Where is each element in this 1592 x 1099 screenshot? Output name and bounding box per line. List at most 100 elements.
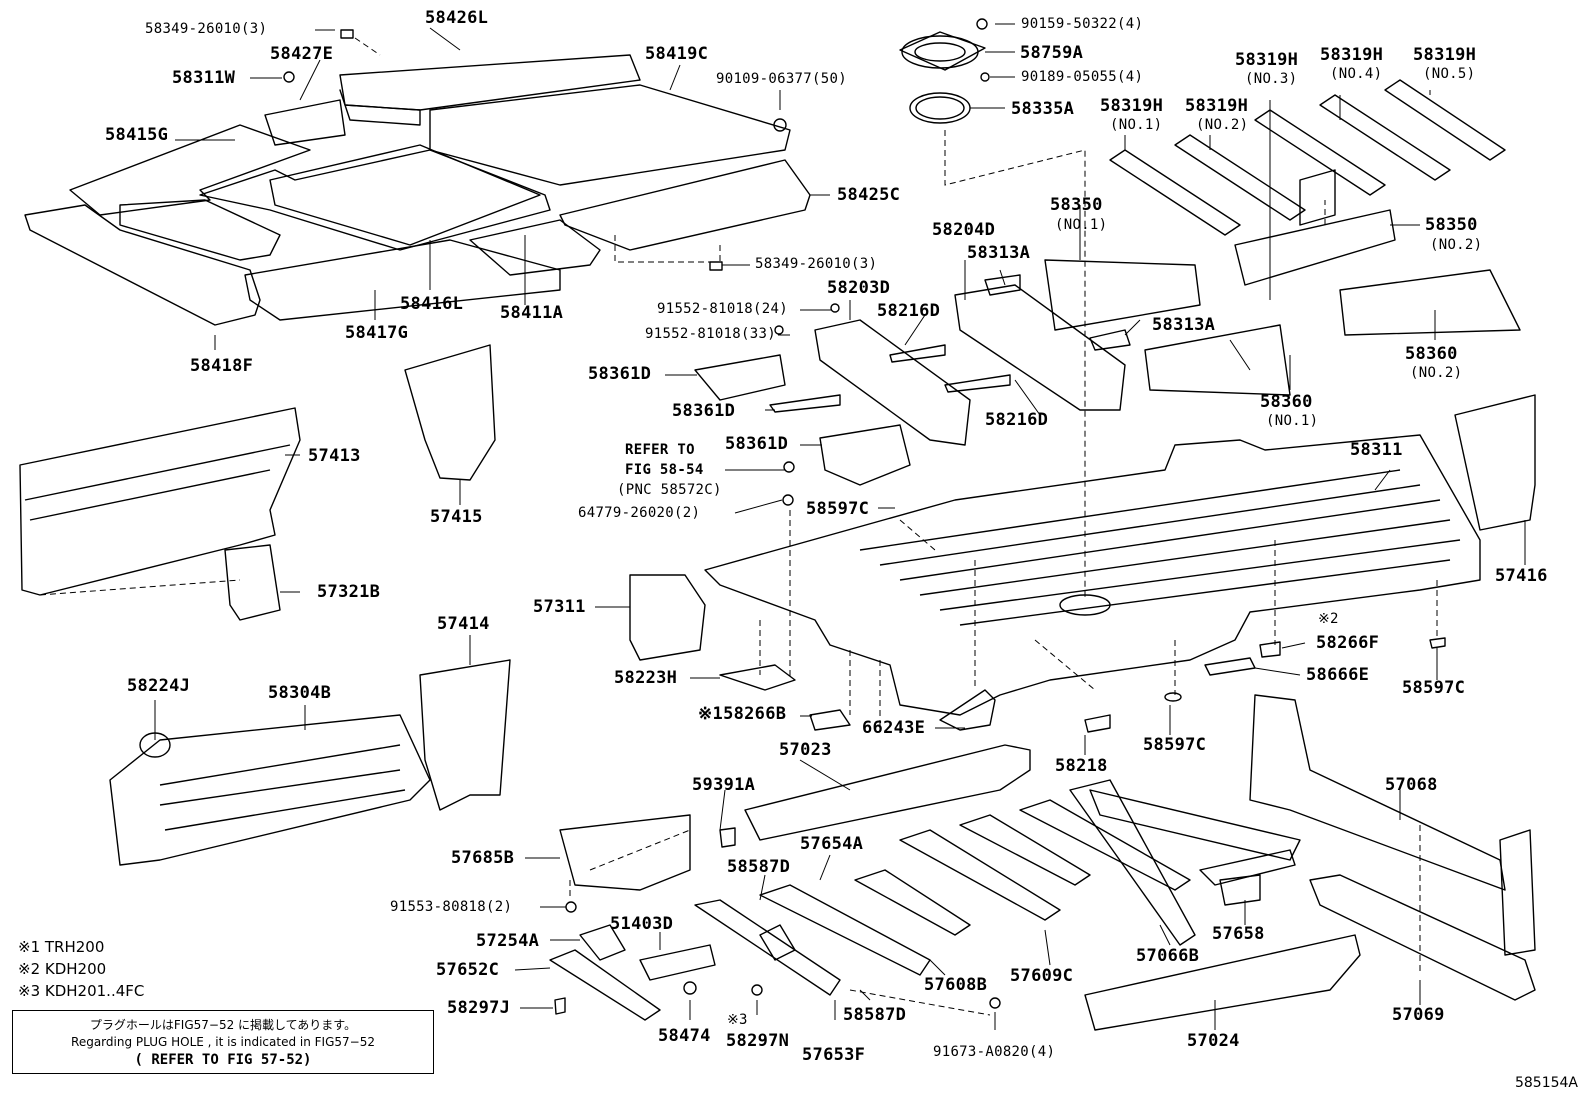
part-label: 57311	[533, 597, 586, 617]
part-label: 58304B	[268, 683, 332, 703]
refer-note: (PNC 58572C)	[617, 482, 722, 498]
part-label: 58224J	[127, 676, 191, 696]
part-label: 57254A	[476, 931, 540, 951]
part-label: 91553-80818(2)	[390, 899, 513, 915]
part-label: 58361D	[672, 401, 736, 421]
part-label: 58597C	[806, 499, 870, 519]
service-hole-cover	[899, 18, 990, 124]
part-label: 57653F	[802, 1045, 866, 1065]
part-label: 58416L	[400, 294, 464, 314]
part-label: 57414	[437, 614, 490, 634]
part-label: 57068	[1385, 775, 1438, 795]
part-label: 58203D	[827, 278, 891, 298]
part-label: 58587D	[727, 857, 791, 877]
part-label: 58666E	[1306, 665, 1370, 685]
part-label: 57685B	[451, 848, 515, 868]
part-label: 57066B	[1136, 946, 1200, 966]
part-sublabel: (NO.3)	[1245, 71, 1298, 87]
model-mark: ※2	[1318, 611, 1339, 627]
pillars	[404, 344, 1536, 811]
part-label: 57321B	[317, 582, 381, 602]
part-label: 58218	[1055, 756, 1108, 776]
part-label: 58597C	[1143, 735, 1207, 755]
part-label: 57413	[308, 446, 361, 466]
part-label: 58426L	[425, 8, 489, 28]
part-sublabel: (NO.4)	[1330, 66, 1383, 82]
part-label: 58427E	[270, 44, 334, 64]
lower-cross-members	[549, 799, 1296, 1021]
part-label: 58313A	[1152, 315, 1216, 335]
note-line-jp: プラグホールはFIG57−52 に掲載してあります。	[89, 1018, 357, 1032]
part-label: 58419C	[645, 44, 709, 64]
part-label: 58350	[1425, 215, 1478, 235]
part-sublabel: (NO.2)	[1430, 237, 1483, 253]
part-label: 58349-26010(3)	[755, 256, 878, 272]
part-label: 64779-26020(2)	[578, 505, 701, 521]
cross-rails	[1044, 79, 1521, 396]
part-label: 51403D	[610, 914, 674, 934]
part-label: 90159-50322(4)	[1021, 16, 1144, 32]
part-label: 58297N	[726, 1031, 790, 1051]
part-sublabel: (NO.2)	[1410, 365, 1463, 381]
part-label: 58319H	[1185, 96, 1249, 116]
part-label: 90189-05055(4)	[1021, 69, 1144, 85]
part-label: 57609C	[1010, 966, 1074, 986]
part-label: 58335A	[1011, 99, 1075, 119]
part-label: 58311	[1350, 440, 1403, 460]
model-note: ※2 KDH200	[18, 960, 107, 978]
rear-panel	[19, 407, 301, 621]
part-label: 57654A	[800, 834, 864, 854]
model-note: ※1 TRH200	[18, 938, 105, 956]
part-sublabel: (NO.1)	[1266, 413, 1319, 429]
part-label: 58425C	[837, 185, 901, 205]
plug-hole-note: プラグホールはFIG57−52 に掲載してあります。 Regarding PLU…	[12, 1010, 434, 1074]
part-label: 58474	[658, 1026, 711, 1046]
part-label: 91552-81018(33)	[645, 326, 776, 342]
note-line-en: Regarding PLUG HOLE , it is indicated in…	[71, 1035, 375, 1049]
part-label: 58313A	[967, 243, 1031, 263]
part-label: 58319H	[1100, 96, 1164, 116]
part-label: 58297J	[447, 998, 511, 1018]
part-label: 58311W	[172, 68, 236, 88]
dashed-leaders	[39, 37, 1438, 1016]
model-note: ※3 KDH201..4FC	[18, 982, 145, 1000]
part-label: 57069	[1392, 1005, 1445, 1025]
part-label: 66243E	[862, 718, 926, 738]
refer-note: FIG 58-54	[625, 462, 704, 478]
part-sublabel: (NO.2)	[1196, 117, 1249, 133]
part-label: 91552-81018(24)	[657, 301, 788, 317]
part-label: 58411A	[500, 303, 564, 323]
part-label: 58204D	[932, 220, 996, 240]
part-label: 58216D	[877, 301, 941, 321]
part-sublabel: (NO.1)	[1055, 217, 1108, 233]
part-label: 58417G	[345, 323, 409, 343]
figure-id: 585154A	[1514, 1075, 1578, 1091]
part-label: 58223H	[614, 668, 678, 688]
part-label: 58418F	[190, 356, 254, 376]
part-label: 58759A	[1020, 43, 1084, 63]
part-label: 57415	[430, 507, 483, 527]
part-label: 58319H	[1413, 45, 1477, 65]
part-label: 57658	[1212, 924, 1265, 944]
part-sublabel: (NO.1)	[1110, 117, 1163, 133]
leader-lines	[154, 23, 1526, 1030]
part-label: 58349-26010(3)	[145, 21, 268, 37]
part-label: 57416	[1495, 566, 1548, 586]
part-label: 91673-A0820(4)	[933, 1044, 1056, 1060]
part-label: 58587D	[843, 1005, 907, 1025]
part-label: 58415G	[105, 125, 169, 145]
main-floor-pan	[704, 434, 1481, 716]
part-label: 58266F	[1316, 633, 1380, 653]
part-label: 57608B	[924, 975, 988, 995]
part-label: 57652C	[436, 960, 500, 980]
part-label: 58360	[1260, 392, 1313, 412]
part-label: 58361D	[725, 434, 789, 454]
part-label: 58597C	[1402, 678, 1466, 698]
model-mark: ※3	[727, 1012, 748, 1028]
floor-mats	[24, 54, 811, 326]
part-label: 58216D	[985, 410, 1049, 430]
part-label: 58361D	[588, 364, 652, 384]
part-label: 57024	[1187, 1031, 1240, 1051]
part-label: 58350	[1050, 195, 1103, 215]
